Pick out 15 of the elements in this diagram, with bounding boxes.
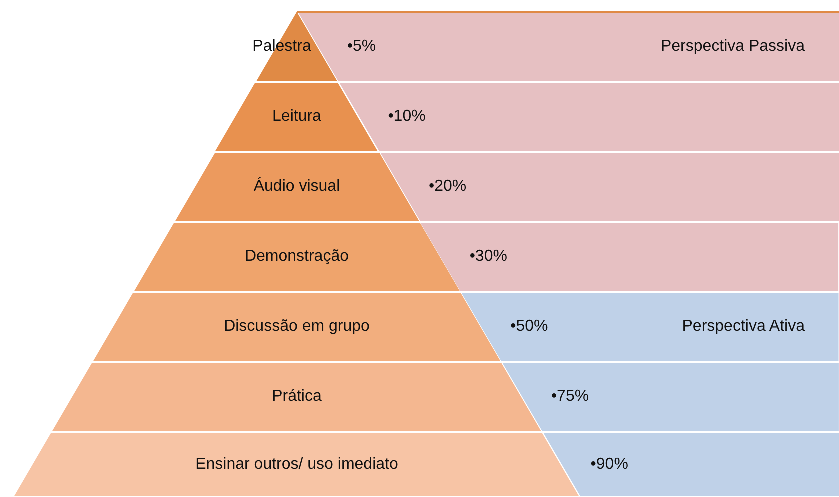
layer-label: Demonstração (244, 247, 350, 267)
percentage-label: •30% (470, 247, 508, 267)
percentage-label: •5% (347, 37, 376, 57)
perspective-label: Perspectiva Passiva (660, 37, 805, 57)
percentage-label: •10% (388, 107, 426, 127)
layer-label: Discussão em grupo (223, 317, 371, 337)
percentage-label: •20% (429, 177, 467, 197)
perspective-label: Perspectiva Ativa (682, 317, 805, 337)
percentage-label: •90% (590, 454, 628, 474)
layer-label: Leitura (272, 107, 322, 127)
percentage-label: •75% (551, 387, 590, 407)
layer-label: Áudio visual (252, 177, 342, 197)
layer-label: Ensinar outros/ uso imediato (194, 454, 400, 474)
layer-label: Prática (271, 387, 323, 407)
percentage-label: •50% (510, 317, 548, 337)
